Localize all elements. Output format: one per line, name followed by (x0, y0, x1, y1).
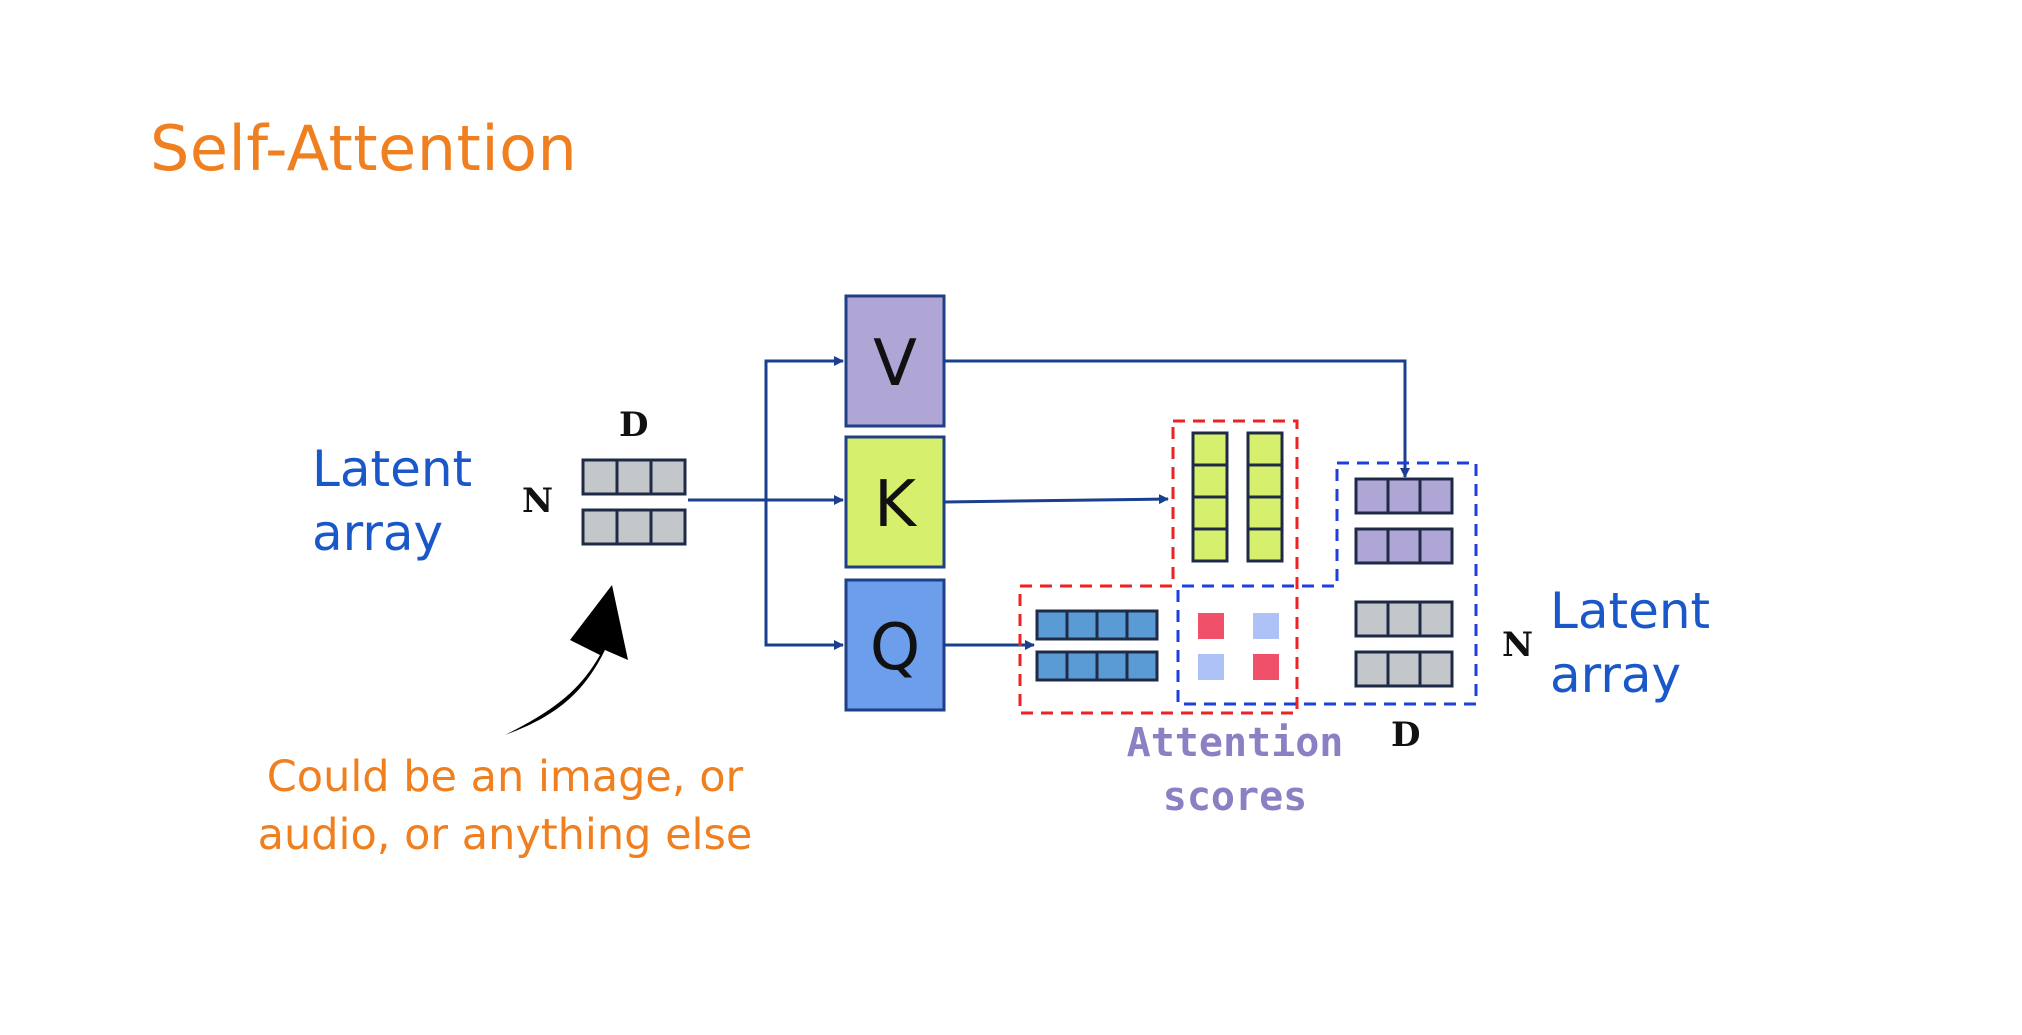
note-line2: audio, or anything else (257, 810, 753, 860)
output-dim-cols: D (1391, 715, 1421, 755)
input-latent-array (581, 458, 687, 546)
output-label-line2: array (1550, 646, 1682, 704)
value-matrix: V (844, 294, 946, 428)
key-matrix-label: K (874, 468, 918, 542)
output-latent-array (1354, 600, 1454, 688)
attention-scores-label: Attention scores (1095, 716, 1375, 824)
value-matrix-label: V (873, 327, 917, 401)
value-rows (1354, 477, 1454, 565)
page-title: Self-Attention (150, 112, 578, 185)
input-note: Could be an image, or audio, or anything… (225, 748, 785, 864)
qkv-output-arrows (943, 359, 1410, 650)
input-dim-cols: D (619, 405, 649, 445)
note-line1: Could be an image, or (266, 752, 744, 802)
input-dim-rows: N (522, 481, 554, 521)
red-dashed-outline (1018, 419, 1299, 715)
input-latent-array-label: Latent array (312, 437, 472, 565)
output-latent-array-label: Latent array (1550, 579, 1710, 707)
output-dim-rows: N (1502, 625, 1534, 665)
key-matrix: K (844, 435, 946, 569)
query-matrix: Q (844, 578, 946, 712)
input-label-line1: Latent (312, 440, 473, 498)
query-rows (1035, 609, 1159, 682)
output-label-line1: Latent (1550, 582, 1711, 640)
query-matrix-label: Q (870, 611, 920, 685)
input-to-qkv-arrows (688, 356, 844, 650)
attention-label-line1: Attention (1126, 720, 1344, 766)
attention-label-line2: scores (1162, 774, 1308, 820)
input-label-line2: array (312, 504, 444, 562)
curved-black-arrow (505, 585, 628, 735)
key-transposed-columns (1191, 431, 1284, 563)
attention-score-squares (1198, 613, 1279, 680)
